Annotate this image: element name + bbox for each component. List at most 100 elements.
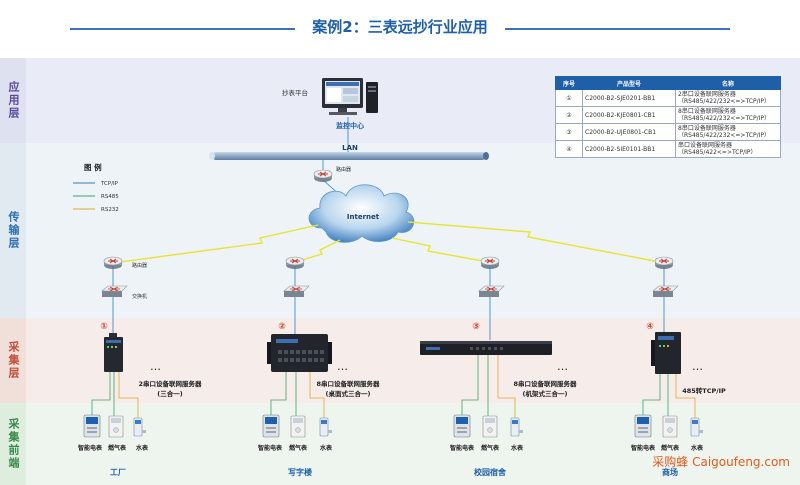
table-cell-name-line1: 8串口设备联网服务器 xyxy=(678,125,736,132)
table-row: ② C2000-B2-KJE0801-CB1 8串口设备联网服务器（RS485/… xyxy=(555,106,781,124)
table-cell-model: C2000-B2-UJE0801-CB1 xyxy=(582,123,676,141)
site4-water-meter-icon xyxy=(690,417,704,437)
legend-title: 图 例 xyxy=(84,162,102,172)
table-cell-name: 串口设备联网服务器（RS485/422<=>TCP/IP） xyxy=(675,140,781,158)
site1-switch-icon xyxy=(101,285,128,298)
lan-router-label: 路由器 xyxy=(336,166,351,173)
site1-water-label: 水表 xyxy=(136,444,149,452)
site4-elec-label: 智能电表 xyxy=(631,444,656,452)
platform-label: 抄表平台 xyxy=(282,88,308,97)
site2-water-meter-icon xyxy=(319,417,333,437)
site1-router-label: 路由器 xyxy=(132,262,147,269)
site2-number: ② xyxy=(278,322,286,332)
site2-elec-label: 智能电表 xyxy=(258,444,283,452)
site2-device-sub: (桌面式三合一) xyxy=(326,389,371,398)
table-header-model: 产品型号 xyxy=(582,76,676,90)
site1-gas-meter-icon xyxy=(108,415,124,438)
lan-label: LAN xyxy=(342,144,358,152)
site2-switch-icon xyxy=(283,285,310,298)
legend-tcpip-label: TCP/IP xyxy=(100,181,119,187)
site-network-4 xyxy=(652,256,679,332)
table-header-no: 序号 xyxy=(555,76,583,90)
site-network-2 xyxy=(283,256,310,334)
table-cell-no: ④ xyxy=(555,140,583,158)
meter-wires xyxy=(91,355,696,418)
site1-gas-label: 燃气表 xyxy=(108,444,127,452)
site4-name: 商场 xyxy=(662,467,678,477)
table-cell-no: ① xyxy=(555,89,583,107)
site4-device-label: 485转TCP/IP xyxy=(682,386,726,395)
site1-device-label: 2串口设备联网服务器 xyxy=(138,379,202,388)
device-server-8port-desktop xyxy=(267,334,332,372)
layer-label-collection: 采集层 xyxy=(0,318,26,403)
table-header-name: 名称 xyxy=(675,76,781,90)
site3-name: 校园宿舍 xyxy=(474,467,507,477)
site2-gas-meter-icon xyxy=(290,415,306,438)
site3-elec-label: 智能电表 xyxy=(450,444,475,452)
site1-more-dots: … xyxy=(150,360,161,373)
table-cell-name-line1: 8串口设备联网服务器 xyxy=(678,108,736,115)
site2-device-label: 8串口设备联网服务器 xyxy=(316,379,380,388)
site3-gas-meter-icon xyxy=(482,415,498,438)
title-area: 案例2：三表远抄行业应用 xyxy=(0,0,800,58)
device-server-485-tcpip xyxy=(651,332,681,374)
table-cell-name: 8串口设备联网服务器（RS485/422/232<=>TCP/IP） xyxy=(675,123,781,141)
site3-electric-meter-icon xyxy=(453,414,471,438)
site4-number: ④ xyxy=(646,322,654,332)
table-cell-name-line2: （RS485/422/232<=>TCP/IP） xyxy=(678,115,770,122)
site1-switch-label: 交换机 xyxy=(132,293,147,300)
table-cell-model: C2000-B2-SIE0101-BB1 xyxy=(582,140,676,158)
legend-rs232-label: RS232 xyxy=(101,207,119,213)
title-rule-left xyxy=(70,28,295,30)
title-rule-right xyxy=(505,28,730,30)
table-cell-name-line2: （RS485/422<=>TCP/IP） xyxy=(678,149,757,156)
internet-label: Internet xyxy=(347,213,380,221)
device-server-8port-rack xyxy=(420,341,552,355)
table-cell-name-line2: （RS485/422/232<=>TCP/IP） xyxy=(678,132,770,139)
table-cell-no: ② xyxy=(555,106,583,124)
site-network-1: 路由器 交换机 xyxy=(101,256,147,334)
site4-water-label: 水表 xyxy=(691,444,704,452)
page-title: 案例2：三表远抄行业应用 xyxy=(312,18,488,36)
site3-device-label: 8串口设备联网服务器 xyxy=(513,379,577,388)
site1-name: 工厂 xyxy=(110,468,126,477)
table-row: ③ C2000-B2-UJE0801-CB1 8串口设备联网服务器（RS485/… xyxy=(555,123,781,141)
site1-device-sub: (三合一) xyxy=(157,389,182,398)
table-cell-name-line2: （RS485/422/232<=>TCP/IP） xyxy=(678,98,770,105)
site2-name: 写字楼 xyxy=(288,467,312,477)
product-table: 序号 产品型号 名称 ① C2000-B2-SJE0201-BB1 2串口设备联… xyxy=(555,76,781,158)
site4-more-dots: … xyxy=(692,360,703,373)
site2-more-dots: … xyxy=(337,360,348,373)
legend-rs485-label: RS485 xyxy=(101,194,119,200)
site3-device-sub: (机架式三合一) xyxy=(523,389,568,398)
computer-icon xyxy=(322,78,378,115)
site1-elec-label: 智能电表 xyxy=(78,444,103,452)
table-cell-model: C2000-B2-KJE0801-CB1 xyxy=(582,106,676,124)
site4-gas-label: 燃气表 xyxy=(661,444,680,452)
layer-label-application: 应用层 xyxy=(0,58,26,143)
table-cell-name-line1: 2串口设备联网服务器 xyxy=(678,91,736,98)
site4-electric-meter-icon xyxy=(634,414,652,438)
layer-label-transmission: 传输层 xyxy=(0,143,26,318)
lan-bus xyxy=(209,152,489,160)
site3-more-dots: … xyxy=(557,360,568,373)
table-cell-name: 2串口设备联网服务器（RS485/422/232<=>TCP/IP） xyxy=(675,89,781,107)
layer-label-front: 采集前端 xyxy=(0,403,26,485)
site3-switch-icon xyxy=(478,285,505,298)
table-cell-name: 8串口设备联网服务器（RS485/422/232<=>TCP/IP） xyxy=(675,106,781,124)
site3-number: ③ xyxy=(472,322,480,332)
table-cell-no: ③ xyxy=(555,123,583,141)
wireless-links xyxy=(119,221,661,263)
site4-gas-meter-icon xyxy=(662,415,678,438)
site2-gas-label: 燃气表 xyxy=(289,444,308,452)
site3-water-meter-icon xyxy=(510,417,524,437)
site2-electric-meter-icon xyxy=(262,414,280,438)
table-row: ④ C2000-B2-SIE0101-BB1 串口设备联网服务器（RS485/4… xyxy=(555,140,781,158)
internet-cloud-icon xyxy=(308,184,415,243)
table-cell-model: C2000-B2-SJE0201-BB1 xyxy=(582,89,676,107)
monitor-center-label: 监控中心 xyxy=(336,121,364,130)
site1-number: ① xyxy=(100,322,108,332)
site1-water-meter-icon xyxy=(133,417,147,437)
site3-water-label: 水表 xyxy=(511,444,524,452)
